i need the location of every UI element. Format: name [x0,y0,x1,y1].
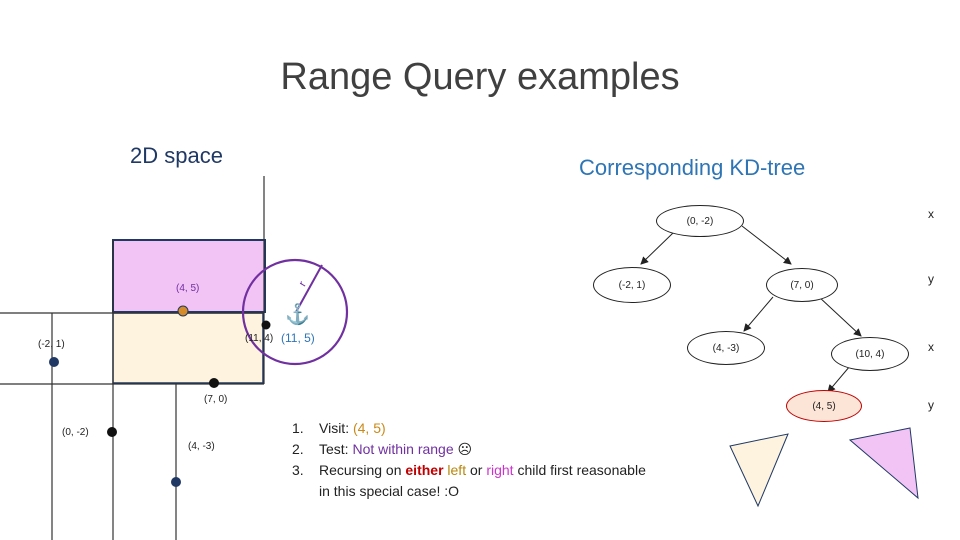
step-3-pre: Recursing on [319,462,402,478]
pink-region [112,239,266,313]
level-label-3: y [928,398,934,412]
radius-line [295,264,323,313]
anchor-icon: ⚓ [285,304,310,326]
step-1-value: (4, 5) [352,420,386,436]
edge-root-left [640,232,674,265]
point-11-4 [261,320,271,330]
point-4-minus3 [171,477,181,487]
edge-104-left [827,365,851,393]
pink-triangle [848,427,919,500]
step-3-or: or [469,462,483,478]
query-circle [241,258,349,366]
label-point-4-5: (4, 5) [176,283,200,294]
point-0-minus2 [107,427,117,437]
label-query-11-5: (11, 5) [281,331,315,345]
point-7-0 [209,378,219,388]
step-3-continued: in this special case! :O [292,481,646,502]
step-3: 3. Recursing on either left or right chi… [292,460,646,481]
edge-70-left [743,296,774,332]
step-1: 1. Visit: (4, 5) [292,418,646,439]
step-2-label: Test: [319,441,349,457]
step-3-either: either [405,462,444,478]
label-point-4-minus3: (4, -3) [188,441,215,452]
space-heading: 2D space [130,143,223,168]
label-point-0-minus2: (0, -2) [62,427,89,438]
slide-title: Range Query examples [280,56,680,98]
step-1-number: 1. [292,420,304,436]
tree-node-4-5: (4, 5) [786,390,862,422]
sad-face-icon: ☹ [457,441,473,457]
label-point-11-4: (11, 4) [245,333,274,344]
level-label-1: y [928,272,934,286]
tree-node-root: (0, -2) [656,205,744,237]
step-3-left: left [447,462,467,478]
level-label-0: x [928,207,934,221]
cream-region [112,312,264,384]
step-2: 2. Test: Not within range ☹ [292,439,646,460]
edge-70-right [817,295,862,337]
step-3-right: right [486,462,514,478]
step-2-value: Not within range [352,441,454,457]
tree-node-minus2-1: (-2, 1) [593,267,671,303]
step-3-number: 3. [292,462,304,478]
steps-list: 1. Visit: (4, 5) 2. Test: Not within ran… [292,418,646,502]
label-point-minus2-1: (-2, 1) [38,339,65,350]
step-1-label: Visit: [319,420,350,436]
point-minus2-1 [49,357,59,367]
cream-triangle [729,433,789,508]
edge-root-right [741,225,792,265]
tree-node-7-0: (7, 0) [766,268,838,302]
tree-node-10-4: (10, 4) [831,337,909,371]
step-2-number: 2. [292,441,304,457]
step-3-post: child first reasonable [517,462,646,478]
label-point-7-0: (7, 0) [204,394,228,405]
step-3-line2: in this special case! :O [319,483,460,499]
level-label-2: x [928,340,934,354]
point-4-5 [177,305,189,317]
tree-heading: Corresponding KD-tree [579,155,806,180]
tree-node-4-minus3: (4, -3) [687,331,765,365]
